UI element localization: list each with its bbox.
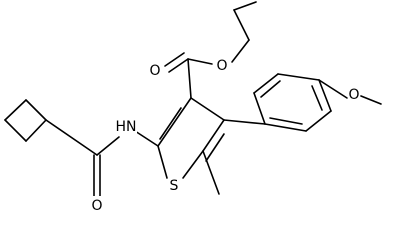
atom-label-methoxy-oxygen: O: [348, 87, 359, 103]
bond: [187, 58, 192, 99]
atom-label-carbonyl-oxygen: O: [149, 63, 160, 79]
bond: [45, 119, 98, 156]
bond: [223, 119, 266, 125]
bond: [205, 133, 225, 162]
bond: [264, 123, 307, 132]
bond: [318, 79, 332, 112]
bond: [4, 119, 27, 142]
bond: [260, 80, 281, 98]
bond: [202, 119, 225, 152]
atom-label-amide-oxygen: O: [91, 198, 102, 214]
bond: [231, 39, 250, 63]
amide-group: [45, 119, 159, 199]
bond: [202, 150, 220, 195]
bond: [360, 95, 382, 105]
bond: [305, 110, 332, 132]
bond: [253, 73, 279, 94]
atom-label-nh: HN: [116, 119, 137, 135]
bond: [159, 107, 182, 140]
bond: [182, 150, 204, 179]
atom-label-ester-oxygen: O: [216, 58, 227, 74]
thiophene-ring: [157, 97, 225, 195]
bond: [253, 92, 266, 125]
molecule-structure: HN O S O O O: [4, 1, 382, 214]
bond: [157, 145, 168, 179]
bond: [25, 99, 47, 121]
bond: [190, 97, 225, 121]
bond: [25, 119, 47, 142]
bond: [4, 99, 27, 121]
atom-labels: HN O S O O O: [91, 56, 360, 214]
bond: [157, 97, 192, 147]
bond: [269, 117, 303, 125]
bond: [318, 79, 348, 99]
atom-label-sulfur: S: [170, 178, 179, 194]
bond: [233, 9, 250, 41]
bond: [277, 73, 320, 81]
cyclobutane-ring: [4, 99, 47, 142]
bond: [233, 1, 257, 11]
bond: [168, 58, 189, 73]
bond: [187, 58, 213, 65]
methoxyphenyl-group: [223, 73, 382, 132]
bond: [164, 52, 185, 67]
ester-group: [164, 1, 257, 99]
bond: [311, 85, 323, 111]
bond: [134, 130, 159, 147]
bond: [96, 136, 120, 156]
